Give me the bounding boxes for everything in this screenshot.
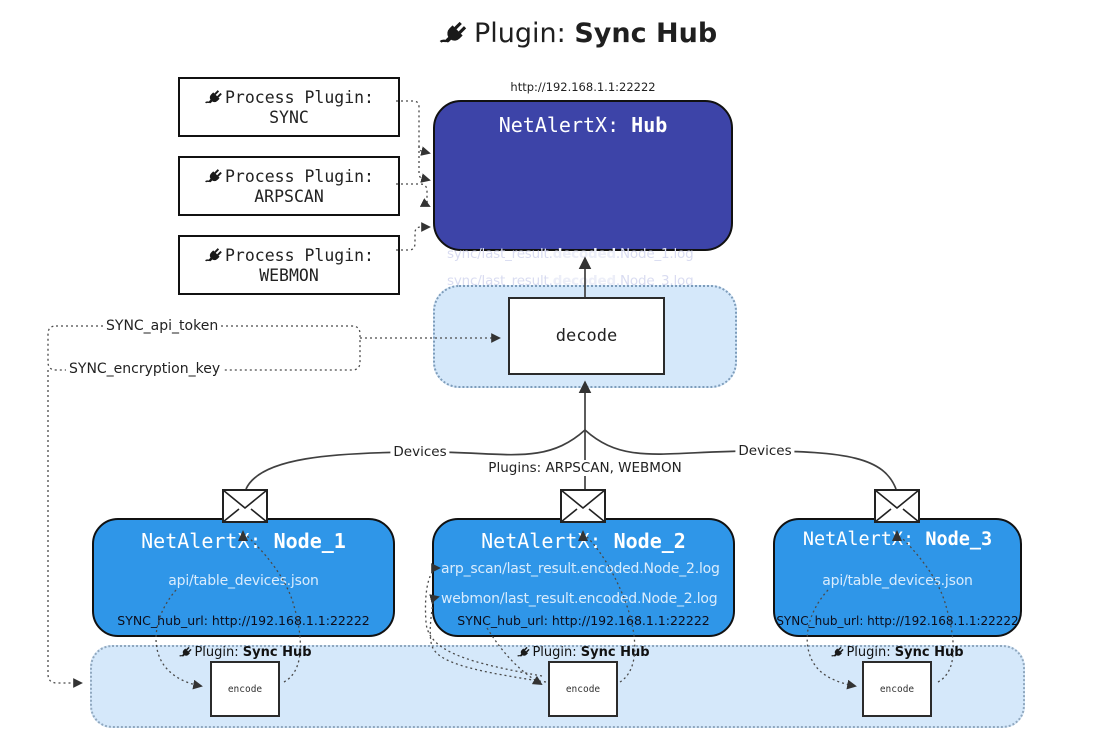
edge-sync-to-hub1 (396, 100, 431, 156)
process-plugin-name: ARPSCAN (254, 186, 324, 206)
netalertx-node2-box: NetAlertX: Node_2 arp_scan/last_result.e… (432, 518, 735, 637)
node-file-line: arp_scan/last_result.encoded.Node_2.log (441, 561, 720, 577)
hub-url-label: http://192.168.1.1:22222 (510, 80, 656, 94)
page-title: Plugin: Sync Hub (438, 18, 717, 50)
edge-key-to-encode-band (47, 370, 83, 688)
edge-arpscan-to-hub (396, 183, 431, 207)
sync-encryption-key-label: SYNC_encryption_key (66, 361, 224, 377)
process-plugin-label: Process Plugin: (224, 88, 374, 107)
process-plugin-box-sync: Process Plugin: SYNC (178, 77, 400, 137)
plug-icon (830, 645, 844, 660)
node-hub-url: SYNC_hub_url: http://192.168.1.1:22222 (776, 614, 1019, 628)
process-plugin-box-arpscan: Process Plugin: ARPSCAN (178, 156, 400, 216)
plug-icon (204, 167, 223, 187)
sync-api-token-label: SYNC_api_token (103, 318, 222, 334)
netalertx-node1-box: NetAlertX: Node_1 api/table_devices.json… (92, 518, 395, 637)
edge-label-plugins: Plugins: ARPSCAN, WEBMON (485, 460, 685, 476)
node-title: NetAlertX: Node_3 (802, 529, 993, 550)
netalertx-hub-box: NetAlertX: Hub sync/last_result.decoded.… (433, 100, 733, 336)
band-plugin-label: Plugin: Sync Hub (516, 645, 650, 660)
process-plugin-label: Process Plugin: (224, 167, 374, 186)
plug-icon (204, 88, 223, 108)
edge-webmon-to-hub (396, 222, 431, 251)
hub-file-line: sync/last_result.decoded.Node_1.log (447, 246, 694, 262)
edge-sync-to-hub2 (418, 146, 431, 183)
encode-box: encode (548, 661, 618, 717)
encode-box: encode (862, 661, 932, 717)
envelope-icon (222, 489, 268, 523)
decode-box: decode (508, 297, 665, 375)
process-plugin-name: SYNC (269, 107, 309, 127)
edge-label-devices-right: Devices (735, 443, 795, 459)
edge-label-devices-left: Devices (390, 444, 450, 460)
plug-icon (178, 645, 192, 660)
plug-icon (204, 246, 223, 266)
encode-box: encode (210, 661, 280, 717)
node-hub-url: SYNC_hub_url: http://192.168.1.1:22222 (457, 613, 710, 628)
node-title: NetAlertX: Node_1 (141, 529, 346, 553)
process-plugin-label: Process Plugin: (224, 246, 374, 265)
node-file-line: api/table_devices.json (822, 573, 973, 589)
node-file-line: webmon/last_result.encoded.Node_2.log (441, 591, 718, 607)
node-title: NetAlertX: Node_2 (481, 529, 686, 553)
hub-title: NetAlertX: Hub (498, 113, 668, 137)
node-hub-url: SYNC_hub_url: http://192.168.1.1:22222 (117, 613, 370, 628)
node-file-line: api/table_devices.json (168, 573, 319, 589)
band-plugin-label: Plugin: Sync Hub (178, 645, 312, 660)
envelope-icon (874, 489, 920, 523)
plug-icon (438, 18, 468, 50)
plug-icon (516, 645, 530, 660)
netalertx-node3-box: NetAlertX: Node_3 api/table_devices.json… (773, 518, 1022, 637)
process-plugin-box-webmon: Process Plugin: WEBMON (178, 235, 400, 295)
envelope-icon (560, 489, 606, 523)
page-title-text: Plugin: Sync Hub (474, 18, 718, 50)
band-plugin-label: Plugin: Sync Hub (830, 645, 964, 660)
process-plugin-name: WEBMON (259, 265, 319, 285)
